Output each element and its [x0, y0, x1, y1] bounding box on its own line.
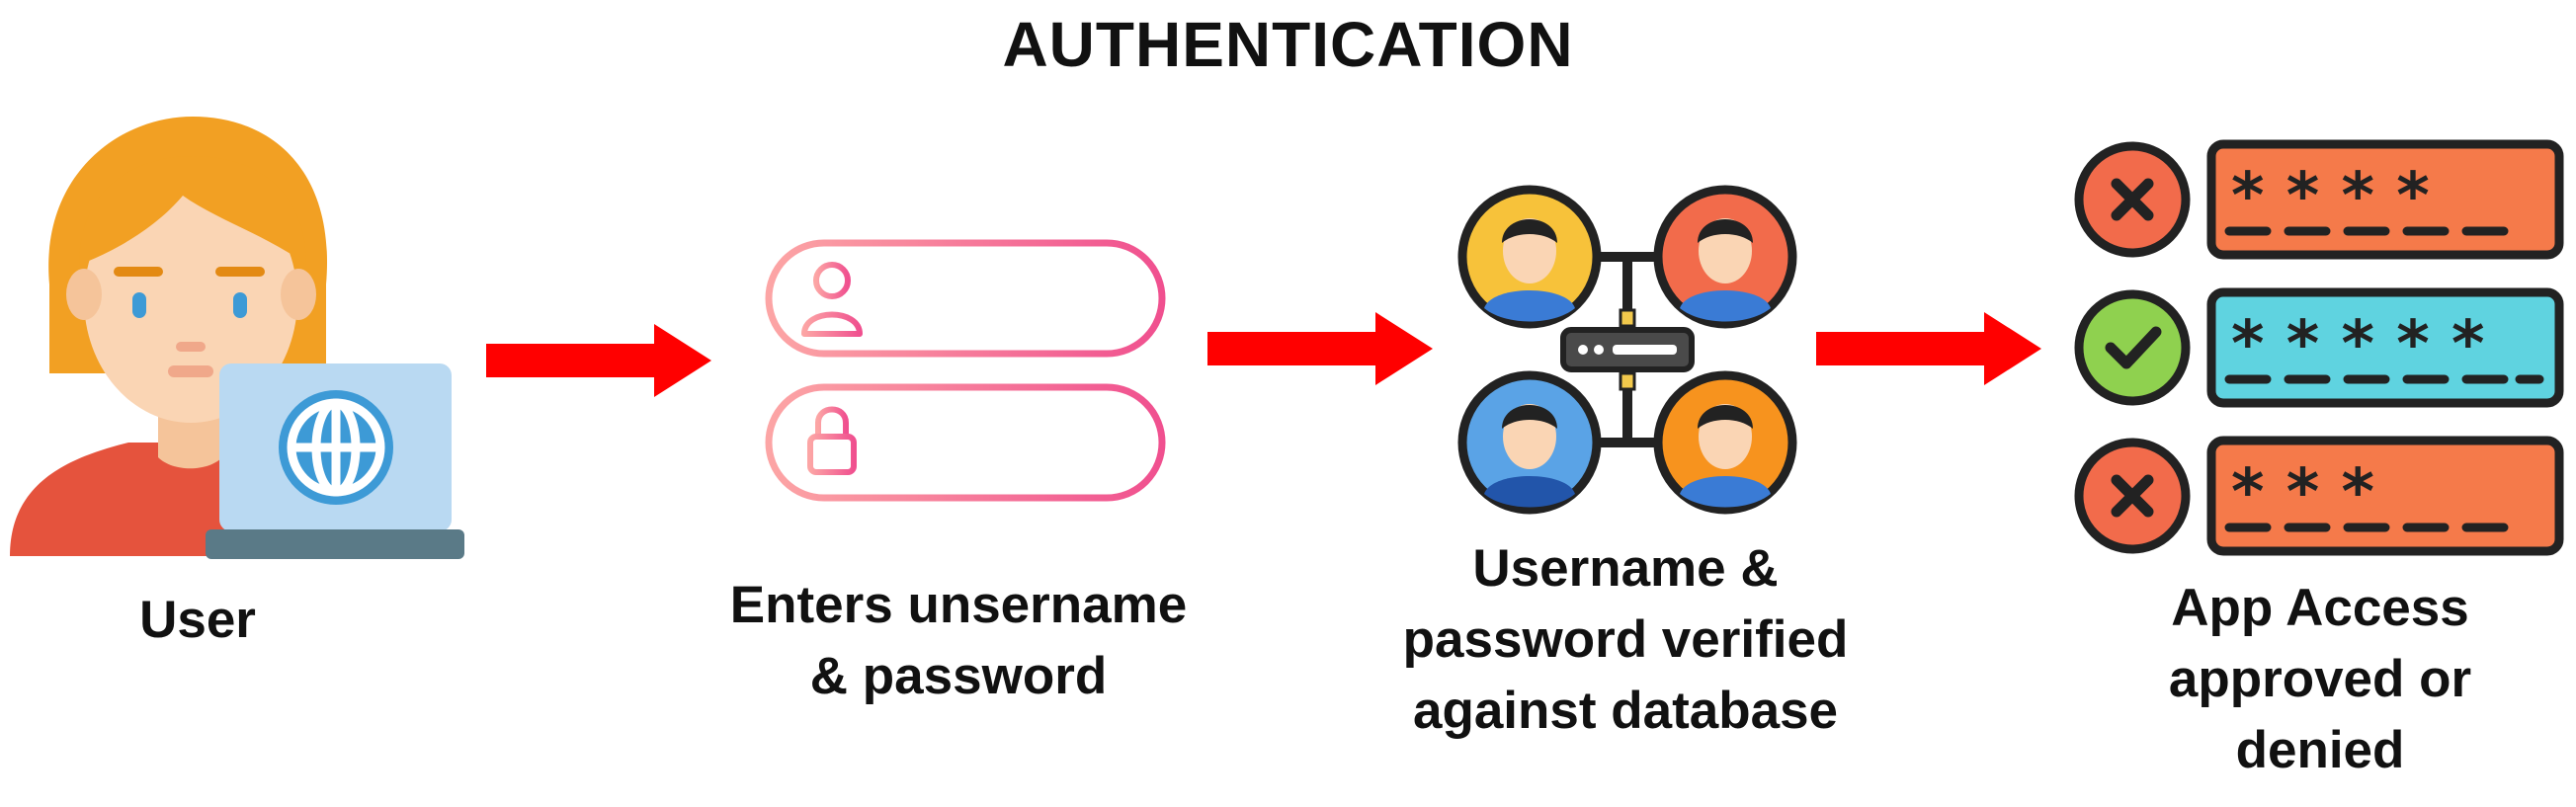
arrow-right-icon	[1816, 312, 2041, 385]
login-form-icon	[765, 239, 1166, 502]
page-title: AUTHENTICATION	[1002, 9, 1574, 80]
step-access-line-3: denied	[2235, 721, 2405, 779]
step-access-label: App Access approved or denied	[2083, 573, 2557, 786]
avatar	[1653, 370, 1797, 515]
svg-text:* * *: * * *	[2231, 456, 2374, 529]
denied-row: * * *	[2074, 436, 2564, 556]
arrow-right-icon	[1207, 312, 1433, 385]
step-access-line-2: approved or	[2168, 650, 2472, 708]
svg-text:* * * * *: * * * * *	[2231, 308, 2484, 381]
woman-with-laptop-icon	[10, 117, 464, 559]
step-verify-line-1: Username &	[1472, 539, 1779, 598]
denied-row: * * * *	[2074, 139, 2564, 260]
step-user-label: User	[139, 591, 256, 649]
password-status-icon: * * * * * * * * * * * *	[2074, 139, 2564, 556]
approved-row: * * * * *	[2074, 287, 2564, 408]
step-credentials-line-1: Enters unsername	[729, 576, 1188, 634]
avatar	[1653, 185, 1797, 329]
avatar	[1457, 185, 1602, 329]
step-credentials-line-2: & password	[809, 647, 1108, 705]
user-network-icon	[1457, 185, 1797, 515]
step-verify-label: Username & password verified against dat…	[1334, 533, 1917, 747]
arrow-right-icon	[486, 324, 711, 397]
step-credentials-label: Enters unsername & password	[692, 570, 1225, 712]
svg-text:* * * *: * * * *	[2231, 160, 2430, 233]
step-verify-line-3: against database	[1412, 682, 1839, 740]
step-verify-line-2: password verified	[1402, 610, 1849, 669]
avatar	[1457, 370, 1602, 515]
step-access-line-1: App Access	[2171, 579, 2469, 637]
